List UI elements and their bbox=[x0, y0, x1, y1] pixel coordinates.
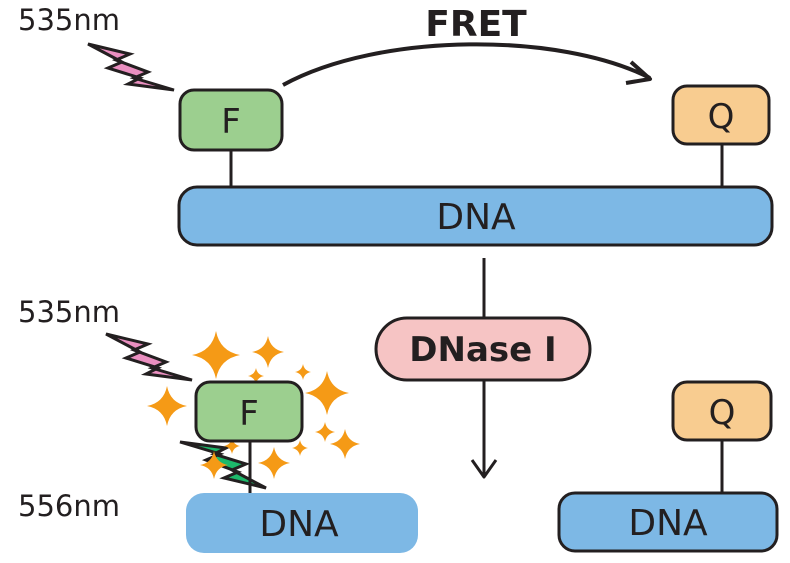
dna-fragment-right bbox=[557, 491, 779, 553]
sparkle-icon bbox=[258, 447, 290, 479]
fluorophore-label: F bbox=[221, 102, 241, 142]
excitation-bolt-icon bbox=[86, 42, 176, 92]
dna-strand bbox=[177, 185, 774, 247]
sparkle-icon bbox=[192, 331, 240, 379]
sparkle-icon bbox=[295, 364, 311, 380]
sparkle-icon bbox=[292, 440, 308, 456]
reaction-arrow-head bbox=[470, 459, 498, 479]
enzyme-label: DNase I bbox=[409, 330, 556, 370]
bottom-fluorophore-box bbox=[194, 380, 304, 443]
bottom-excitation-wavelength-label: 535nm bbox=[18, 295, 120, 329]
quencher-label: Q bbox=[708, 97, 735, 137]
dna-fragment-left-label: DNA bbox=[259, 504, 339, 545]
dna-fragment-left bbox=[186, 493, 418, 553]
emission-wavelength-label: 556nm bbox=[18, 489, 120, 523]
enzyme-pill bbox=[374, 316, 592, 382]
sparkle-icon bbox=[200, 451, 228, 479]
dna-label: DNA bbox=[436, 197, 516, 238]
bottom-excitation-bolt-icon bbox=[104, 332, 194, 382]
sparkle-icon bbox=[315, 422, 335, 442]
sparkle-icon bbox=[252, 336, 284, 368]
fluorophore-box bbox=[178, 88, 284, 152]
excitation-wavelength-label: 535nm bbox=[18, 3, 120, 37]
fret-label: FRET bbox=[425, 4, 527, 45]
quencher-box bbox=[671, 84, 771, 146]
fret-arrow bbox=[282, 42, 651, 87]
dna-fragment-right-label: DNA bbox=[628, 503, 708, 544]
fret-arrow-head bbox=[625, 60, 652, 85]
bottom-quencher-label: Q bbox=[709, 393, 736, 433]
sparkle-icon bbox=[305, 371, 349, 415]
sparkle-icon bbox=[147, 386, 187, 426]
bottom-fluorophore-label: F bbox=[239, 394, 259, 434]
sparkle-icon bbox=[330, 429, 360, 459]
bottom-quencher-box bbox=[671, 380, 773, 442]
